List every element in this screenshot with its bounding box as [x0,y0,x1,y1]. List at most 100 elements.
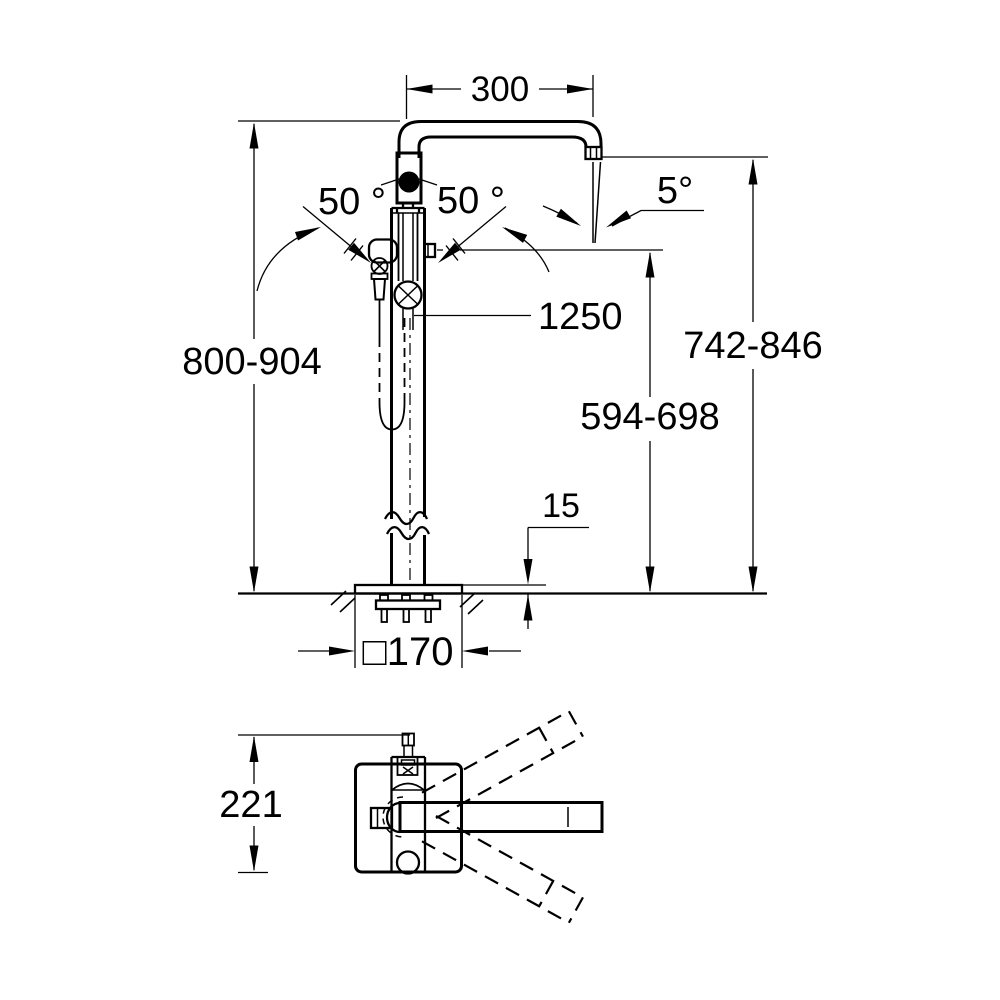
arrowhead [406,84,433,94]
angle-swivel-left: 50 ° [256,181,386,292]
arrowhead [348,242,371,263]
plate-outline [354,762,463,874]
dimension-plate-size: □170 [298,595,521,674]
dimension-text-hose-length: 1250 [538,296,623,338]
dimension-spout-outlet-height: 742-846 [602,156,823,593]
angle-text-spray: 5° [657,170,693,212]
arrowhead [606,210,631,228]
top-view: 221 [219,710,604,924]
rotation-arc [256,227,319,292]
inner-tube [402,213,414,281]
side-outlet-knob [423,242,437,259]
dimension-overall-height: 800-904 [182,120,400,593]
dimension-depth: 221 [219,734,410,874]
angle-spray: 5° [542,161,704,244]
arrowhead [329,646,355,656]
arrowhead [462,646,488,656]
floor-hatch [330,590,484,615]
dimension-text-plate-height: 15 [542,487,580,525]
base-mounting [353,583,464,623]
dimension-text-plate-size: □170 [363,630,454,674]
hand-shower [367,238,406,431]
arrowhead [249,736,259,762]
extension-lines [354,595,463,668]
arrowhead [249,845,259,872]
extension-lines [405,75,594,119]
bolt-stem [380,608,388,623]
pipe-break-wave-upper [383,510,429,526]
spout-nozzle-detail [589,147,598,159]
base-plate-top-view [354,762,463,874]
swing-outline-dashed [421,710,584,820]
knob-leader-right [418,178,438,186]
lever-handle [398,801,604,833]
joint-block [395,151,423,205]
arrowhead [748,158,758,185]
bolt-stem [402,608,410,623]
swing-outline-dashed [421,814,584,924]
shower-arc [391,782,425,791]
spout-nozzle [584,145,603,161]
arrowhead [645,566,655,593]
shower-hose-loop [378,401,406,431]
lower-port-circle [395,850,421,875]
dimension-plate-height: 15 [462,487,589,629]
dimension-text-spout-reach: 300 [471,70,529,109]
fixing-flange [374,599,442,611]
spout [397,120,603,161]
arrowhead [748,566,758,593]
ball-knob [398,171,420,193]
holder-box [396,756,419,776]
arrowhead [523,594,533,621]
arrowhead [645,251,655,278]
shower-handle [372,278,387,301]
reference-lines [238,734,410,874]
hose-connector-cross [397,285,419,305]
angle-swivel-right: 50 ° [437,180,550,273]
bolt-nub [379,594,389,602]
arc-arrowhead [295,227,321,241]
base-plate [353,583,464,595]
angle-text-right: 50 ° [437,180,505,222]
dimension-hose-length: 1250 [414,296,623,338]
arrowhead [438,242,461,263]
lever-bar [398,801,604,833]
knob-leader-left [380,178,400,186]
arrowhead [249,566,259,593]
water-stream-tilted [594,161,602,244]
body-top-rim [391,206,425,213]
dimension-side-outlet-height: 594-698 [437,249,720,593]
pipe-break-wave-lower [385,525,431,541]
hose-connector-symbol [393,280,423,310]
arc-arrowhead [556,208,581,226]
floor [238,590,767,615]
front-view: 300 800-904 742-846 594-698 [182,70,822,674]
bolt-nub [423,594,434,602]
side-knob-top-view [369,806,394,830]
holder-symbol-bar [400,759,416,766]
arrowhead [567,84,593,94]
arrowhead [249,122,259,149]
lever-swing-upper [421,710,584,820]
pivot-bulge [385,801,401,834]
dimension-text-overall-height: 800-904 [182,341,321,383]
dimension-spout-reach: 300 [405,70,594,119]
shower-head-cross [373,259,386,273]
spout-inner-line [417,135,588,158]
holder-symbol-cross [402,766,414,775]
bolt-stem [424,608,432,623]
column-body [383,206,437,585]
dimension-text-spout-outlet-height: 742-846 [683,325,822,367]
angle-text-left: 50 ° [318,181,386,223]
dimension-text-side-outlet-height: 594-698 [580,396,719,438]
swivel-joint [380,151,438,208]
spout-outer-line [397,120,603,158]
bolt-nub [401,594,411,602]
column-top-view [369,732,427,875]
tube-below-connector [402,308,414,330]
dimension-text-depth: 221 [219,784,282,826]
arrowhead [523,559,533,585]
body-inner-walls [397,213,419,281]
